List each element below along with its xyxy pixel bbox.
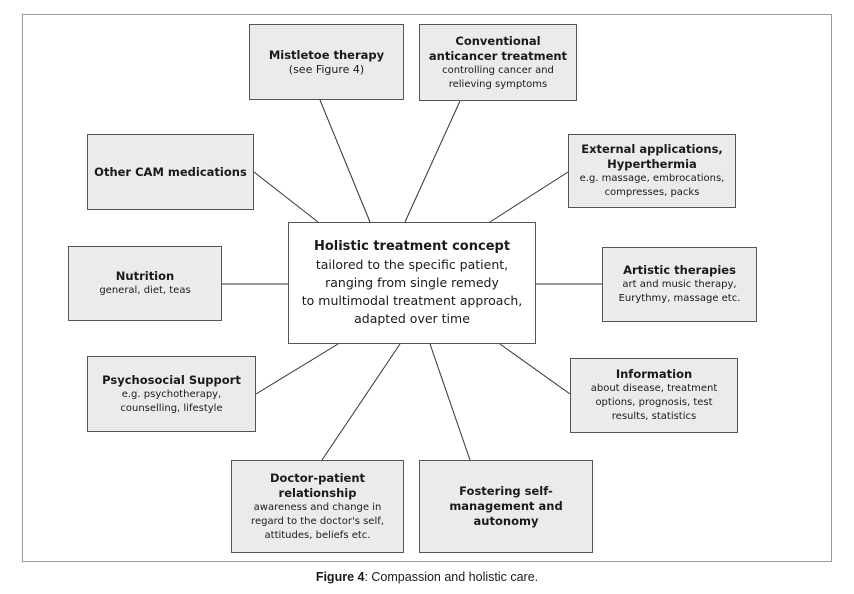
conventional-treatment-box: Conventional anticancer treatment contro…	[419, 24, 577, 101]
node-line: compresses, packs	[604, 187, 700, 198]
caption-label: Figure 4	[315, 570, 365, 584]
caption-text: : Compassion and holistic care.	[364, 570, 539, 584]
other-cam-box: Other CAM medications	[87, 134, 254, 210]
node-title: Nutrition	[115, 269, 175, 283]
artistic-therapies-box: Artistic therapies art and music therapy…	[602, 247, 757, 322]
connector-other-cam	[253, 171, 319, 223]
node-title: autonomy	[473, 514, 539, 528]
node-line: general, diet, teas	[99, 285, 191, 296]
node-line: e.g. massage, embrocations,	[579, 173, 725, 184]
center-title: Holistic treatment concept	[313, 239, 511, 254]
node-title: External applications,	[581, 142, 723, 156]
node-line: awareness and change in	[253, 501, 382, 513]
node-line: about disease, treatment	[590, 383, 718, 394]
center-line: ranging from single remedy	[325, 275, 499, 290]
center-line: adapted over time	[354, 311, 470, 326]
center-line: to multimodal treatment approach,	[301, 293, 523, 308]
node-line: art and music therapy,	[622, 279, 737, 290]
node-title: relationship	[278, 485, 357, 500]
node-title: anticancer treatment	[428, 48, 568, 63]
node-title: Information	[615, 367, 693, 381]
connector-information	[499, 343, 571, 395]
information-box: Information about disease, treatment opt…	[570, 358, 738, 433]
fostering-self-management-box: Fostering self- management and autonomy	[419, 460, 593, 553]
connector-mistletoe	[319, 99, 371, 223]
mistletoe-therapy-box: Mistletoe therapy (see Figure 4)	[249, 24, 404, 100]
node-line: attitudes, beliefs etc.	[264, 529, 371, 541]
node-title: Fostering self-	[459, 484, 553, 498]
node-line: controlling cancer and	[442, 64, 554, 76]
node-line: counselling, lifestyle	[120, 402, 223, 414]
node-line: (see Figure 4)	[288, 62, 365, 76]
node-line: relieving symptoms	[448, 78, 548, 90]
node-title: Doctor-patient	[269, 470, 366, 485]
node-line: options, prognosis, test	[595, 397, 713, 408]
connector-doctor	[321, 343, 401, 461]
node-title: Artistic therapies	[623, 263, 736, 277]
connector-external	[489, 171, 569, 223]
node-line: Eurythmy, massage etc.	[618, 293, 741, 304]
figure-caption: Figure 4: Compassion and holistic care.	[0, 570, 854, 584]
nutrition-box: Nutrition general, diet, teas	[68, 246, 222, 321]
node-title: Psychosocial Support	[102, 372, 241, 387]
node-title: Mistletoe therapy	[268, 47, 385, 62]
center-line: tailored to the specific patient,	[315, 257, 509, 272]
holistic-concept-box: Holistic treatment concept tailored to t…	[288, 222, 536, 344]
connector-psychosocial	[255, 343, 339, 395]
node-title: management and	[449, 499, 563, 513]
node-title: Conventional	[455, 33, 541, 48]
psychosocial-support-box: Psychosocial Support e.g. psychotherapy,…	[87, 356, 256, 432]
node-title: Other CAM medications	[94, 164, 247, 179]
node-line: e.g. psychotherapy,	[121, 388, 222, 400]
external-applications-box: External applications, Hyperthermia e.g.…	[568, 134, 736, 208]
node-line: regard to the doctor's self,	[251, 515, 384, 527]
connector-conventional	[404, 100, 461, 223]
connector-fostering	[429, 343, 471, 461]
doctor-patient-box: Doctor-patient relationship awareness an…	[231, 460, 404, 553]
node-title: Hyperthermia	[607, 157, 697, 171]
node-line: results, statistics	[611, 411, 697, 422]
